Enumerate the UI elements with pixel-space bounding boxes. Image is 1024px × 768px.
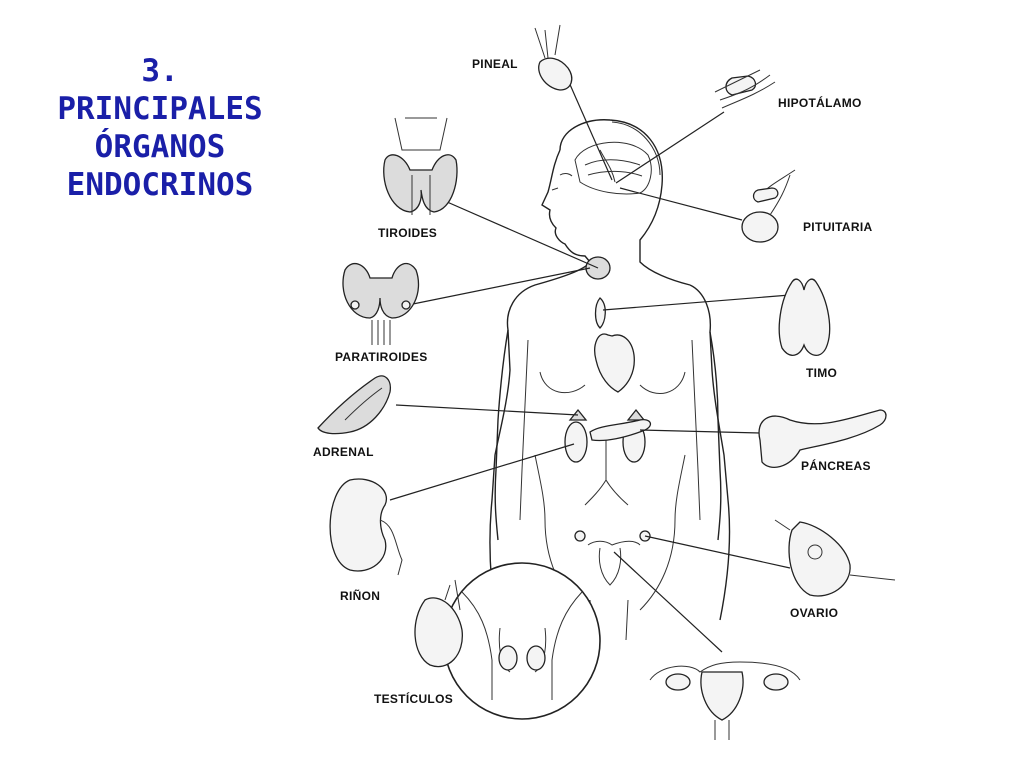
uterus-illustration: [650, 662, 800, 740]
label-adrenal: ADRENAL: [313, 445, 374, 459]
heart-shape: [595, 334, 635, 392]
label-hipotalamo: HIPOTÁLAMO: [778, 95, 862, 110]
label-timo: TIMO: [806, 366, 837, 380]
label-pineal: PINEAL: [472, 57, 518, 71]
uterus-on-figure: [588, 541, 640, 585]
thymus-illustration: [779, 279, 829, 355]
parathyroid-illustration: [343, 264, 419, 345]
pineal-illustration: [535, 25, 572, 90]
pituitary-illustration: [742, 170, 795, 242]
kidney-illustration: [330, 479, 402, 575]
thymus-on-figure: [596, 298, 606, 328]
label-testiculos: TESTÍCULOS: [374, 691, 453, 706]
ovary-illustration: [775, 520, 895, 596]
label-pituitaria: PITUITARIA: [803, 220, 872, 234]
brain-shape: [575, 142, 651, 194]
label-rinon: RIÑON: [340, 588, 380, 603]
hypothalamus-illustration: [715, 70, 775, 108]
adrenal-illustration: [318, 376, 390, 434]
label-ovario: OVARIO: [790, 606, 838, 620]
label-tiroides: TIROIDES: [378, 226, 437, 240]
label-pancreas: PÁNCREAS: [801, 458, 871, 473]
kidney-left-on-figure: [565, 422, 587, 462]
label-paratiroides: PARATIROIDES: [335, 350, 428, 364]
thyroid-illustration: [384, 118, 457, 215]
